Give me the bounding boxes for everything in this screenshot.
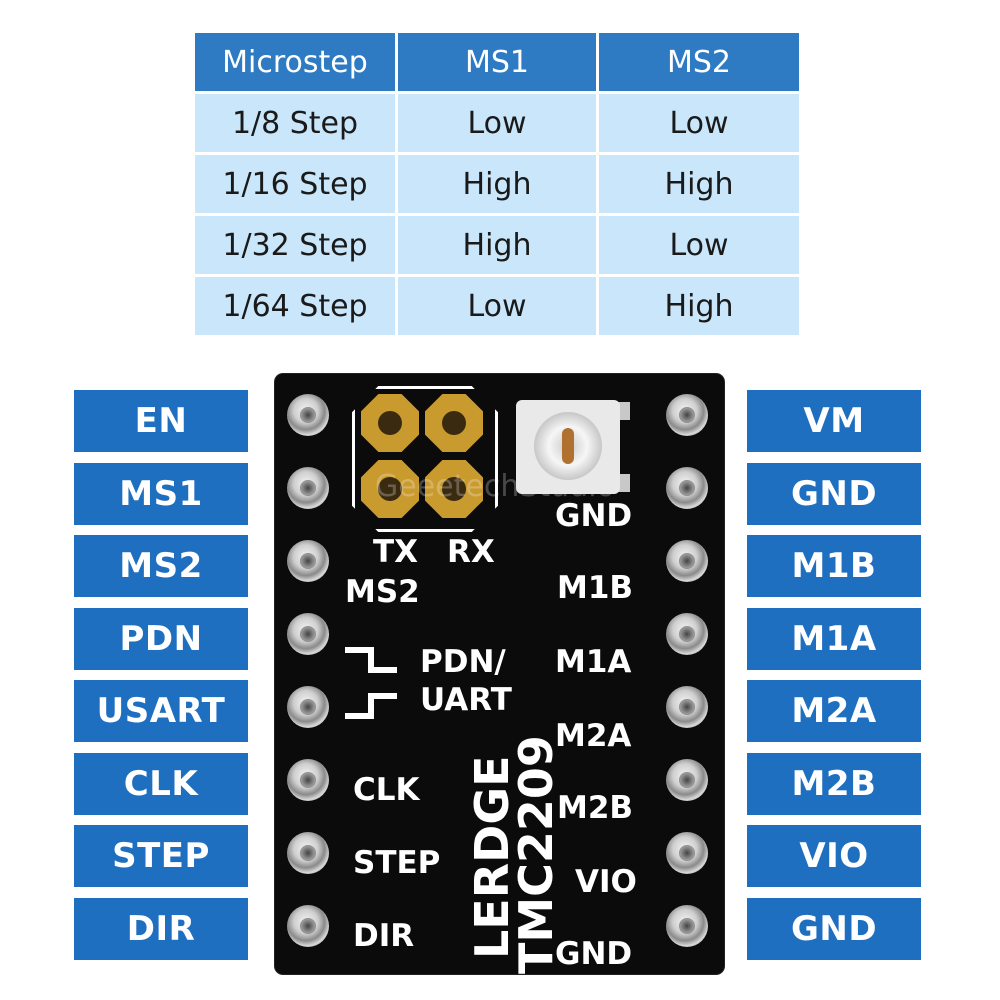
pin-hole — [287, 540, 329, 582]
silk-m1b: M1B — [557, 570, 634, 606]
pin-hole — [666, 759, 708, 801]
table-header-row: Microstep MS1 MS2 — [195, 33, 799, 91]
pin-hole — [666, 832, 708, 874]
uart-pad — [361, 394, 419, 452]
pin-hole — [287, 467, 329, 509]
pin-hole — [287, 759, 329, 801]
pin-hole — [287, 686, 329, 728]
pin-hole — [666, 394, 708, 436]
pin-label-en: EN — [74, 390, 248, 452]
pin-label-usart: USART — [74, 680, 248, 742]
pin-hole — [287, 832, 329, 874]
pin-label-ms2: MS2 — [74, 535, 248, 597]
left-pin-labels: EN MS1 MS2 PDN USART CLK STEP DIR — [74, 390, 248, 970]
pin-label-dir: DIR — [74, 897, 248, 960]
uart-pad — [425, 460, 483, 518]
silk-dir: DIR — [353, 918, 415, 954]
pin-hole — [666, 467, 708, 509]
table-cell: Low — [398, 277, 596, 335]
pin-label-vio: VIO — [747, 825, 921, 887]
silk-ms2: MS2 — [345, 574, 420, 610]
microstep-table: Microstep MS1 MS2 1/8 Step Low Low 1/16 … — [192, 30, 802, 338]
table-cell: High — [398, 155, 596, 213]
silk-step: STEP — [353, 845, 441, 881]
header-ms2: MS2 — [599, 33, 799, 91]
pin-hole — [666, 613, 708, 655]
pin-label-gnd-bottom: GND — [747, 897, 921, 960]
table-cell: 1/64 Step — [195, 277, 395, 335]
silk-uart: UART — [420, 682, 512, 718]
uart-pad — [425, 394, 483, 452]
header-ms1: MS1 — [398, 33, 596, 91]
silk-gnd-bottom: GND — [555, 936, 633, 972]
table-cell: High — [599, 155, 799, 213]
silk-tx: TX — [373, 534, 419, 570]
pin-hole — [287, 394, 329, 436]
table-row: 1/16 Step High High — [195, 155, 799, 213]
table-cell: Low — [599, 94, 799, 152]
potentiometer — [508, 392, 630, 502]
pad-outline — [352, 386, 498, 532]
pdn-bracket-icon — [345, 647, 397, 719]
silk-rx: RX — [447, 534, 495, 570]
table-row: 1/32 Step High Low — [195, 216, 799, 274]
table-cell: High — [398, 216, 596, 274]
table-cell: 1/32 Step — [195, 216, 395, 274]
table-cell: 1/8 Step — [195, 94, 395, 152]
silk-clk: CLK — [353, 772, 420, 808]
pin-hole — [666, 540, 708, 582]
header-microstep: Microstep — [195, 33, 395, 91]
pin-label-pdn: PDN — [74, 607, 248, 670]
table-cell: Low — [398, 94, 596, 152]
chip-text: TMC2209 — [509, 735, 563, 974]
table-row: 1/8 Step Low Low — [195, 94, 799, 152]
pin-label-clk: CLK — [74, 752, 248, 815]
silk-pdn: PDN/ — [420, 644, 506, 680]
right-pin-labels: VM GND M1B M1A M2A M2B VIO GND — [747, 390, 921, 970]
pin-label-m1a: M1A — [747, 607, 921, 670]
driver-board-image: TX RX GeeetechStudio MS2 PDN/ UART CLK S… — [275, 374, 724, 974]
pin-label-m2a: M2A — [747, 680, 921, 742]
pin-hole — [287, 613, 329, 655]
table-cell: 1/16 Step — [195, 155, 395, 213]
silk-m2b: M2B — [557, 790, 634, 826]
pin-hole — [666, 905, 708, 947]
pot-dial — [534, 412, 602, 480]
pin-label-ms1: MS1 — [74, 462, 248, 525]
silk-m2a: M2A — [555, 718, 632, 754]
pin-label-step: STEP — [74, 825, 248, 887]
pin-label-m1b: M1B — [747, 535, 921, 597]
table-cell: High — [599, 277, 799, 335]
table-cell: Low — [599, 216, 799, 274]
uart-pad — [361, 460, 419, 518]
silk-gnd-top: GND — [555, 498, 633, 534]
pin-label-m2b: M2B — [747, 752, 921, 815]
pin-hole — [666, 686, 708, 728]
pin-label-gnd: GND — [747, 462, 921, 525]
silk-vio: VIO — [575, 864, 637, 900]
table-row: 1/64 Step Low High — [195, 277, 799, 335]
pin-hole — [287, 905, 329, 947]
silk-m1a: M1A — [555, 644, 632, 680]
pin-label-vm: VM — [747, 390, 921, 452]
